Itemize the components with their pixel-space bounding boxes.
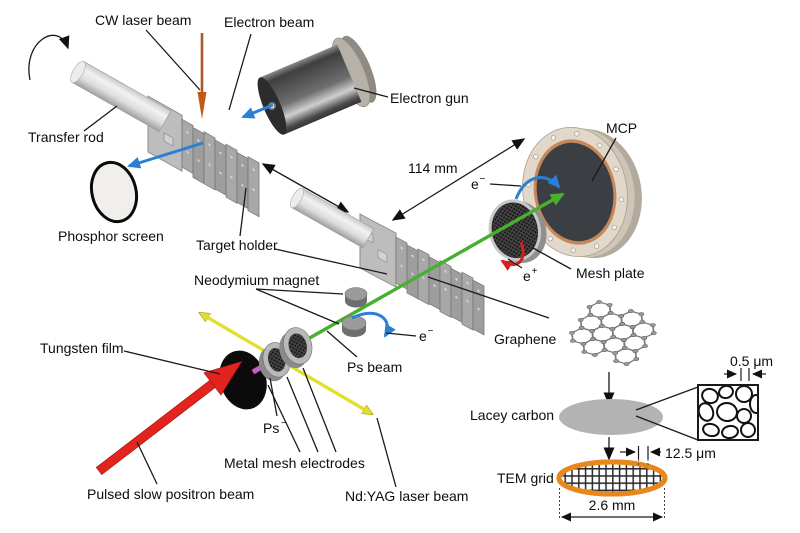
- inset-leader-top: [635, 386, 699, 411]
- distance-114mm-arrow: [391, 138, 526, 221]
- label-12-5um: 12.5 μm: [665, 445, 716, 461]
- inset-leader-bottom: [635, 415, 699, 441]
- transfer-rod-1: [70, 60, 172, 133]
- tem-grid-rim: [556, 459, 668, 497]
- label-ps-minus-sign: −: [281, 418, 287, 429]
- target-holder-1: [147, 95, 260, 218]
- label-metal-mesh-electrodes: Metal mesh electrodes: [224, 455, 365, 471]
- label-e-minus-mcp-sign: −: [480, 174, 486, 185]
- graphene-lattice: [563, 297, 663, 369]
- holder-plates: [181, 118, 260, 218]
- positron-beam-arrow: [95, 360, 243, 475]
- transfer-rod-2: [290, 187, 375, 249]
- label-pulsed-slow-positron-beam: Pulsed slow positron beam: [87, 486, 254, 502]
- dim-12-5um-marks: [620, 446, 661, 467]
- label-e-minus-magnet-sign: −: [428, 326, 434, 337]
- leader-lines: [83, 29, 617, 488]
- label-tem-grid: TEM grid: [497, 470, 554, 486]
- dim-2-6mm-marks: [559, 488, 665, 522]
- label-ps-beam: Ps beam: [347, 359, 402, 375]
- label-ps-minus: Ps: [263, 420, 279, 436]
- bracket-tab: [163, 132, 174, 147]
- rotation-arrow: [28, 34, 70, 81]
- label-0-5um: 0.5 μm: [730, 353, 773, 369]
- label-2-6mm: 2.6 mm: [589, 497, 636, 513]
- dim-0-5um-marks: [724, 368, 766, 381]
- label-e-plus-sign: +: [532, 266, 538, 277]
- gun-body: [259, 44, 362, 135]
- neodymium-magnet-2: [341, 315, 367, 337]
- label-mcp: MCP: [606, 120, 637, 136]
- electron-gun: [257, 35, 377, 135]
- label-tungsten-film: Tungsten film: [40, 340, 124, 356]
- label-nd-yag-laser-beam: Nd:YAG laser beam: [345, 488, 468, 504]
- label-neodymium-magnet: Neodymium magnet: [194, 272, 319, 288]
- label-cw-laser-beam: CW laser beam: [95, 12, 191, 28]
- label-mesh-plate: Mesh plate: [576, 265, 645, 281]
- label-electron-gun: Electron gun: [390, 90, 469, 106]
- mcp-active-area: [536, 142, 614, 242]
- mesh-electrode-2: [279, 327, 313, 369]
- lacey-holes: [699, 386, 757, 439]
- label-electron-beam: Electron beam: [224, 14, 314, 30]
- mcp-bolt-holes: [526, 131, 624, 253]
- label-e-minus-magnet: e: [419, 328, 427, 344]
- label-phosphor-screen: Phosphor screen: [58, 228, 164, 244]
- label-graphene: Graphene: [494, 331, 556, 347]
- plate-screw-dots: [186, 130, 255, 192]
- electron-beam-segment-1: [241, 103, 274, 119]
- holder-plates: [395, 236, 485, 336]
- positron-gyration-arc: [500, 241, 525, 271]
- label-e-plus: e: [523, 268, 531, 284]
- label-e-minus-mcp: e: [471, 176, 479, 192]
- electron-beam-segment-2: [127, 141, 204, 169]
- plate-screw-dots: [400, 246, 480, 311]
- holder-travel-arrow: [261, 163, 350, 213]
- neodymium-magnet-1: [344, 287, 368, 308]
- cw-laser-arrow: [197, 33, 207, 119]
- label-lacey-carbon: Lacey carbon: [470, 407, 554, 423]
- lacey-carbon-inset: [697, 384, 759, 441]
- tem-grid-mesh: [562, 464, 662, 492]
- label-transfer-rod: Transfer rod: [28, 129, 104, 145]
- lacey-carbon-disc: [559, 399, 663, 435]
- tem-grid-disc: [556, 459, 668, 497]
- electron-gyration-arc-mcp: [514, 174, 561, 200]
- phosphor-screen: [89, 160, 139, 224]
- label-114mm: 114 mm: [408, 160, 458, 176]
- mcp-detector: [522, 126, 642, 259]
- bracket-tab: [377, 249, 388, 263]
- label-target-holder: Target holder: [196, 237, 278, 253]
